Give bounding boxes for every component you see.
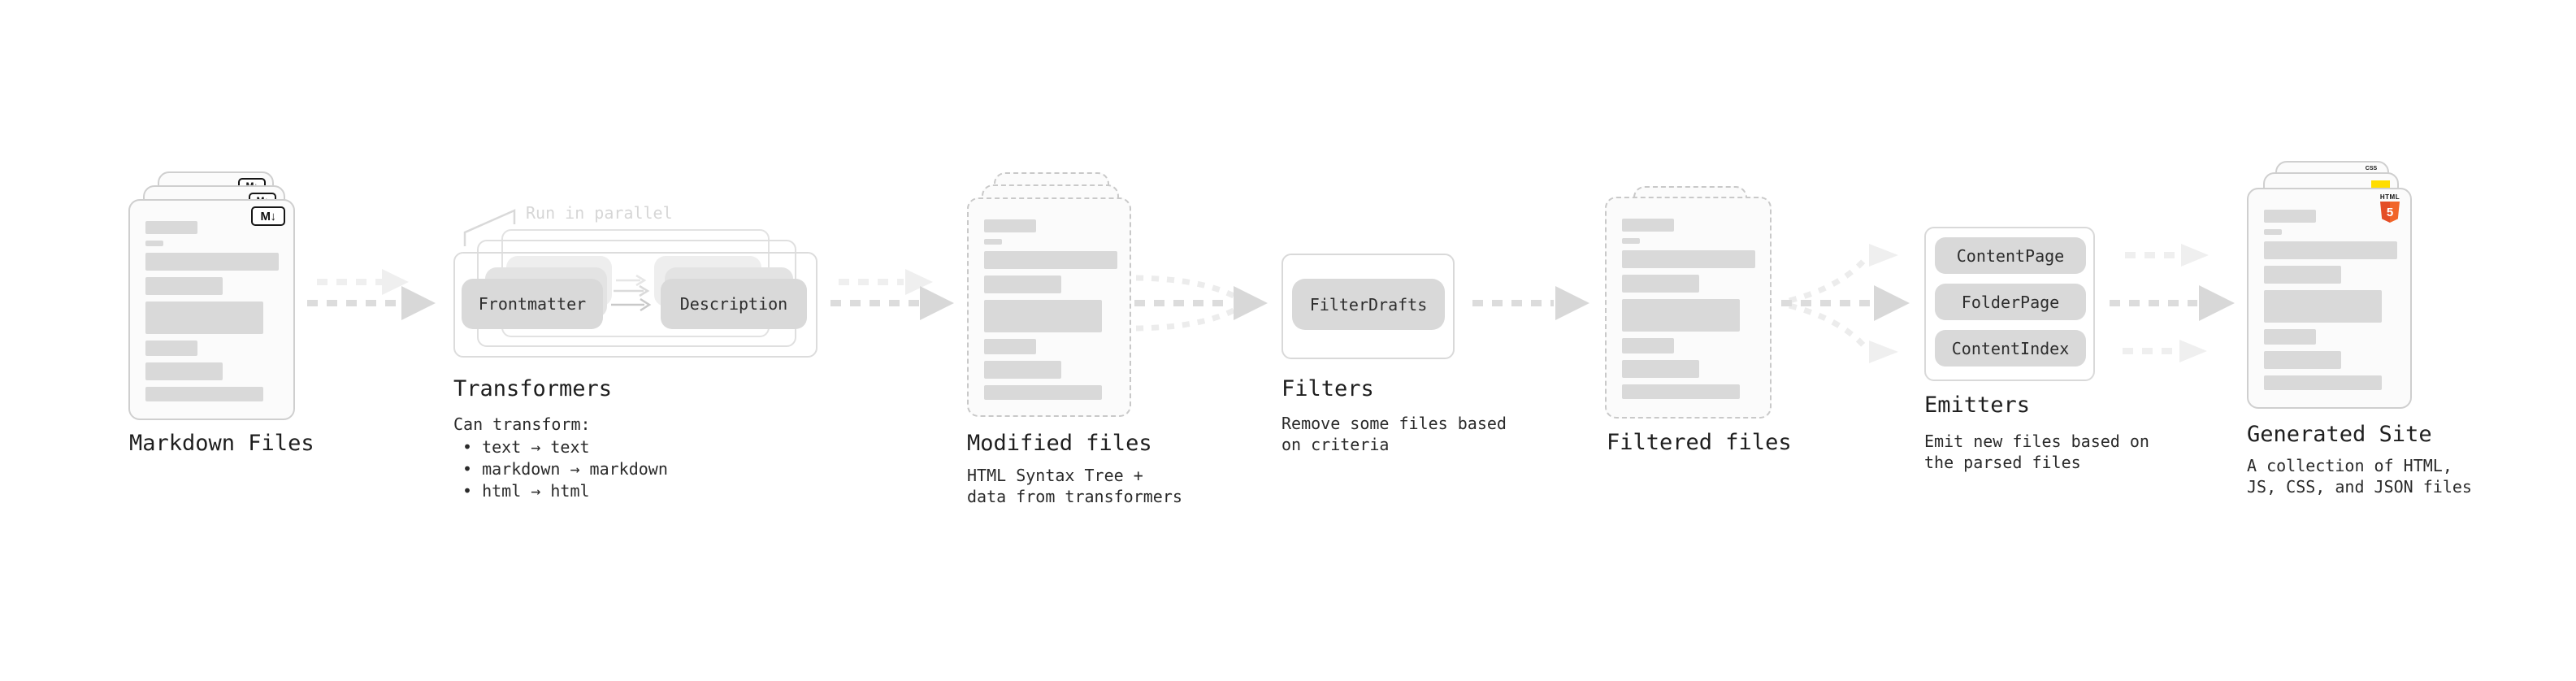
filtered-file-card: [1605, 197, 1772, 419]
transformer-layer-box: [453, 252, 817, 358]
transformers-note-heading: Can transform:: [453, 414, 591, 434]
emitter-pill-contentpage: ContentPage: [1935, 237, 2086, 274]
emitter-pill-contentindex: ContentIndex: [1935, 330, 2086, 367]
markdown-icon: M↓: [251, 206, 285, 226]
stage-title-generated-site: Generated Site: [2247, 422, 2432, 447]
merge-arrow-icon: [1134, 275, 1268, 332]
bullet-item: • markdown → markdown: [462, 459, 668, 479]
transformer-pill-frontmatter: Frontmatter: [462, 279, 603, 329]
parallel-run-arrows-icon: [611, 274, 652, 312]
placeholder-text-bars: [145, 221, 279, 401]
bullet-item: • text → text: [462, 437, 590, 457]
split-arrow-icon: [1781, 244, 1910, 363]
markdown-file-card: M↓: [128, 199, 295, 420]
fanout-arrow-icon: [2110, 244, 2235, 362]
run-in-parallel-label: Run in parallel: [526, 203, 673, 223]
stage-title-filters: Filters: [1281, 376, 1374, 401]
placeholder-text-bars: [1622, 219, 1755, 399]
stage-title-emitters: Emitters: [1924, 393, 2031, 418]
dashed-arrow-icon: [830, 269, 954, 320]
modified-files-description: HTML Syntax Tree + data from transformer…: [967, 466, 1182, 506]
stage-title-filtered-files: Filtered files: [1607, 430, 1792, 455]
stage-title-transformers: Transformers: [453, 376, 613, 401]
emitters-description: Emit new files based on the parsed files: [1924, 432, 2149, 472]
css-label: CSS: [2365, 166, 2378, 171]
placeholder-text-bars: [984, 219, 1117, 400]
transformers-bullet-list: • text → text • markdown → markdown • ht…: [462, 436, 668, 502]
filters-description: Remove some files based on criteria: [1281, 414, 1507, 454]
generated-site-description: A collection of HTML, JS, CSS, and JSON …: [2247, 456, 2472, 497]
stage-title-modified-files: Modified files: [967, 431, 1152, 456]
dashed-arrow-icon: [307, 269, 436, 320]
transformer-pill-description: Description: [661, 279, 807, 329]
bullet-item: • html → html: [462, 481, 590, 501]
emitter-pill-folderpage: FolderPage: [1935, 284, 2086, 320]
js-badge: [2371, 180, 2390, 189]
filter-pill-filterdrafts: FilterDrafts: [1292, 279, 1445, 330]
dashed-arrow-icon: [1472, 286, 1589, 320]
placeholder-text-bars: [2264, 210, 2397, 390]
html5-shield-icon: 5: [2380, 202, 2400, 223]
generated-html-file-card: HTML 5: [2247, 188, 2412, 409]
html5-badge: HTML 5: [2379, 193, 2401, 223]
stage-title-markdown-files: Markdown Files: [129, 431, 314, 456]
html5-label: HTML: [2379, 193, 2400, 201]
modified-file-card: [967, 197, 1131, 417]
parallel-leader-line: [463, 209, 516, 246]
